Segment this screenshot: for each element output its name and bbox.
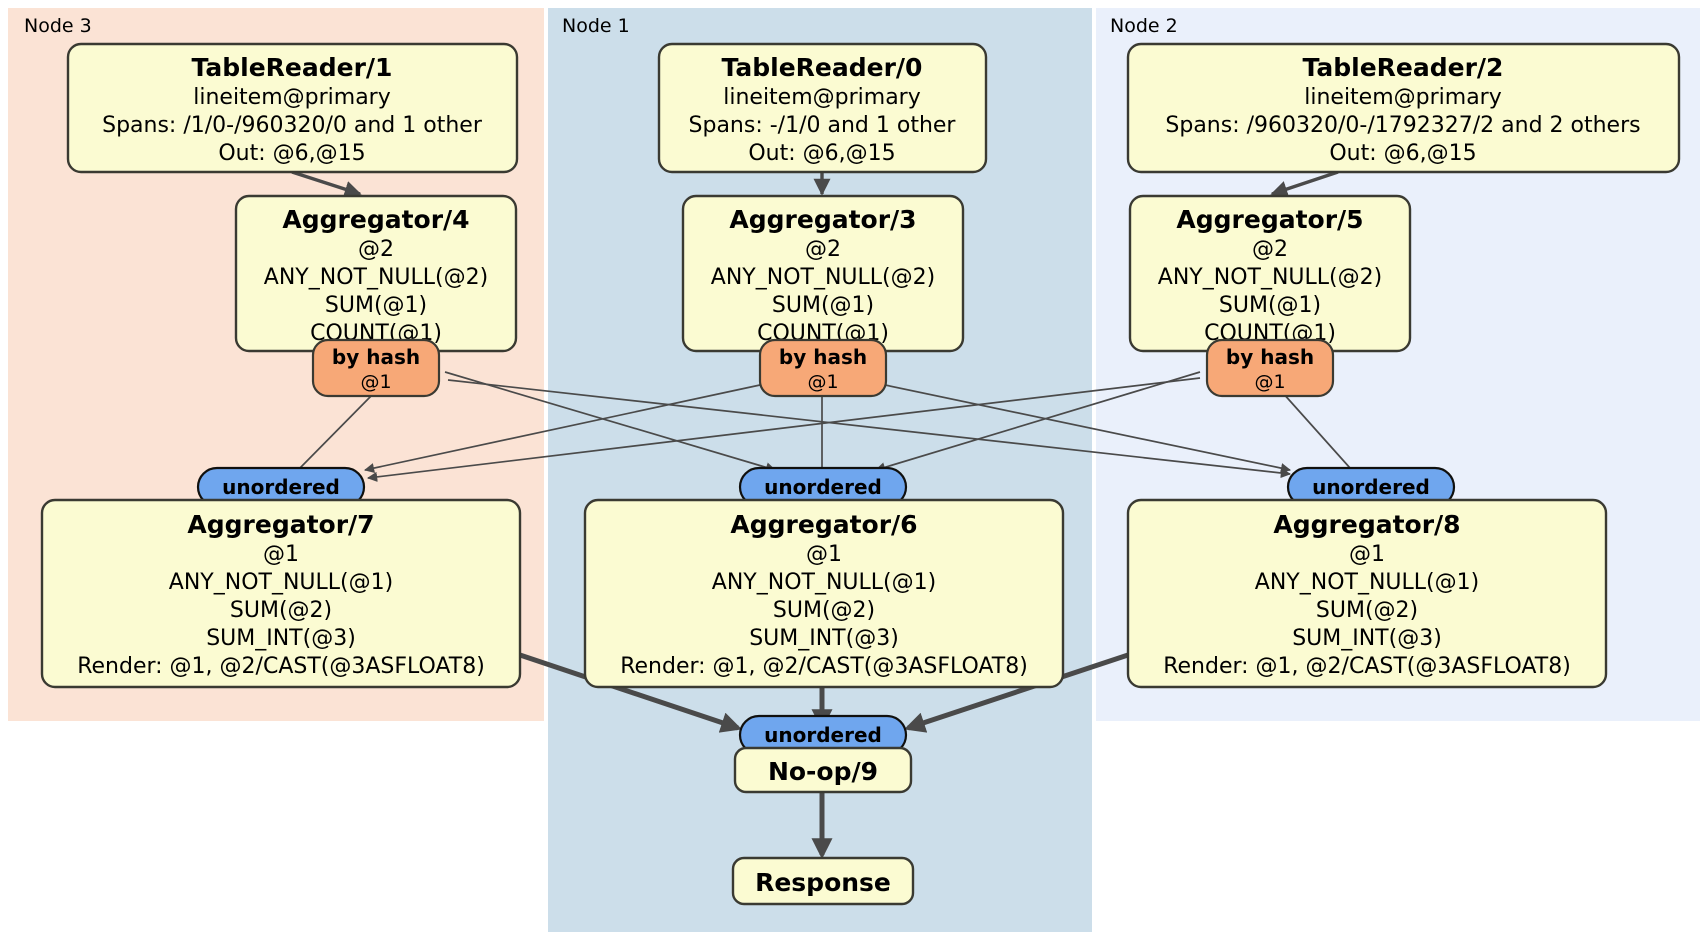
processor-line: @2: [805, 237, 841, 262]
processor-title: TableReader/1: [192, 53, 393, 82]
processor-line: Render: @1, @2/CAST(@3ASFLOAT8): [77, 654, 485, 679]
edge-agg7-un9: [519, 652, 742, 733]
hash-router-4[interactable]: by hash @1: [311, 338, 441, 398]
edge-tr2-agg5: [1270, 170, 1339, 198]
processor-line: ANY_NOT_NULL(@2): [1158, 265, 1382, 290]
processor-line: ANY_NOT_NULL(@2): [264, 265, 488, 290]
hash-router-3[interactable]: by hash @1: [758, 338, 888, 398]
processor-line: Out: @6,@15: [1329, 141, 1476, 166]
hash-router-sublabel: @1: [807, 371, 838, 393]
hash-router-5[interactable]: by hash @1: [1205, 338, 1335, 398]
processor-tablereader-0[interactable]: TableReader/0 lineitem@primary Spans: -/…: [657, 42, 988, 174]
hash-router-pill: [758, 338, 888, 398]
processor-line: SUM(@1): [1219, 293, 1321, 318]
processor-line: Out: @6,@15: [748, 141, 895, 166]
processor-box: [583, 498, 1065, 689]
processor-box: [657, 42, 988, 174]
processor-line: @2: [358, 237, 394, 262]
sync-pill-label: unordered: [764, 475, 882, 499]
processor-line: @2: [1252, 237, 1288, 262]
processor-line: SUM_INT(@3): [749, 626, 899, 651]
processor-line: SUM(@2): [230, 598, 332, 623]
processor-box: [731, 856, 915, 906]
processor-line: Out: @6,@15: [218, 141, 365, 166]
processor-title: TableReader/2: [1303, 53, 1504, 82]
edge-hash4-un6: [444, 371, 776, 473]
processor-title: Aggregator/3: [729, 205, 916, 234]
processor-box: [1126, 42, 1681, 174]
edge-hash4-un8: [447, 379, 1292, 479]
node-panel-label-node2: Node 2: [1110, 15, 1178, 37]
node-panel-label-node3: Node 3: [24, 15, 92, 37]
hash-router-pill: [1205, 338, 1335, 398]
sync-pill-unordered-8[interactable]: unordered: [1286, 466, 1456, 508]
processor-line: lineitem@primary: [1304, 85, 1502, 110]
processor-box: [1126, 498, 1608, 689]
sync-pill-unordered-7[interactable]: unordered: [196, 466, 366, 508]
processor-line: @1: [263, 542, 299, 567]
edge-hash3-un8: [884, 384, 1291, 474]
hash-router-pill: [311, 338, 441, 398]
processor-line: Spans: /1/0-/960320/0 and 1 other: [102, 113, 483, 138]
processor-line: Spans: /960320/0-/1792327/2 and 2 others: [1165, 113, 1640, 138]
processor-line: SUM_INT(@3): [1292, 626, 1442, 651]
edge-hash5-un8: [1281, 391, 1351, 469]
node-panel-label-node1: Node 1: [562, 15, 630, 37]
processor-line: ANY_NOT_NULL(@1): [712, 570, 936, 595]
edge-hash3-un7: [364, 384, 761, 474]
hash-router-sublabel: @1: [1254, 371, 1285, 393]
processor-title: Aggregator/5: [1176, 205, 1363, 234]
sync-pill-label: unordered: [764, 723, 882, 747]
edge-hash5-un6: [875, 371, 1201, 473]
processor-tablereader-1[interactable]: TableReader/1 lineitem@primary Spans: /1…: [66, 42, 519, 174]
edge-tr1-agg4: [291, 170, 362, 198]
processor-aggregator-7[interactable]: Aggregator/7 @1 ANY_NOT_NULL(@1) SUM(@2)…: [40, 498, 522, 689]
processor-aggregator-3[interactable]: Aggregator/3 @2 ANY_NOT_NULL(@2) SUM(@1)…: [681, 194, 965, 353]
processor-title: Aggregator/4: [282, 205, 469, 234]
sync-pill-label: unordered: [222, 475, 340, 499]
processor-aggregator-8[interactable]: Aggregator/8 @1 ANY_NOT_NULL(@1) SUM(@2)…: [1126, 498, 1608, 689]
processor-line: @1: [1349, 542, 1385, 567]
processor-title: TableReader/0: [722, 53, 923, 82]
processor-line: lineitem@primary: [193, 85, 391, 110]
hash-router-sublabel: @1: [360, 371, 391, 393]
processor-line: ANY_NOT_NULL(@1): [169, 570, 393, 595]
processor-response[interactable]: Response: [731, 856, 915, 906]
edge-agg8-un9: [904, 652, 1129, 733]
sync-pill-label: unordered: [1312, 475, 1430, 499]
processor-aggregator-4[interactable]: Aggregator/4 @2 ANY_NOT_NULL(@2) SUM(@1)…: [234, 194, 518, 353]
processor-line: @1: [806, 542, 842, 567]
processor-line: Render: @1, @2/CAST(@3ASFLOAT8): [1163, 654, 1571, 679]
sync-pill-unordered-9[interactable]: unordered: [738, 714, 908, 756]
processor-box: [733, 746, 913, 794]
processor-line: SUM(@1): [772, 293, 874, 318]
processor-line: SUM_INT(@3): [206, 626, 356, 651]
processor-title: Aggregator/8: [1273, 510, 1460, 539]
hash-router-label: by hash: [779, 345, 867, 369]
processor-box: [66, 42, 519, 174]
processor-noop-9[interactable]: No-op/9: [733, 746, 913, 794]
hash-router-label: by hash: [332, 345, 420, 369]
processor-line: SUM(@2): [1316, 598, 1418, 623]
processor-line: Render: @1, @2/CAST(@3ASFLOAT8): [620, 654, 1028, 679]
processor-title: Aggregator/7: [187, 510, 374, 539]
sync-pill-unordered-6[interactable]: unordered: [738, 466, 908, 508]
processor-line: lineitem@primary: [723, 85, 921, 110]
edge-hash4-un7: [299, 391, 376, 469]
processor-aggregator-6[interactable]: Aggregator/6 @1 ANY_NOT_NULL(@1) SUM(@2)…: [583, 498, 1065, 689]
processor-line: SUM(@2): [773, 598, 875, 623]
processor-aggregator-5[interactable]: Aggregator/5 @2 ANY_NOT_NULL(@2) SUM(@1)…: [1128, 194, 1412, 353]
edge-hash5-un7: [366, 377, 1201, 482]
processor-box: [40, 498, 522, 689]
hash-router-label: by hash: [1226, 345, 1314, 369]
processor-tablereader-2[interactable]: TableReader/2 lineitem@primary Spans: /9…: [1126, 42, 1681, 174]
processor-title: Aggregator/6: [730, 510, 917, 539]
processor-title: No-op/9: [768, 757, 878, 786]
processor-line: Spans: -/1/0 and 1 other: [689, 113, 957, 138]
processor-line: ANY_NOT_NULL(@2): [711, 265, 935, 290]
processor-line: ANY_NOT_NULL(@1): [1255, 570, 1479, 595]
processor-line: SUM(@1): [325, 293, 427, 318]
processor-title: Response: [755, 868, 891, 897]
